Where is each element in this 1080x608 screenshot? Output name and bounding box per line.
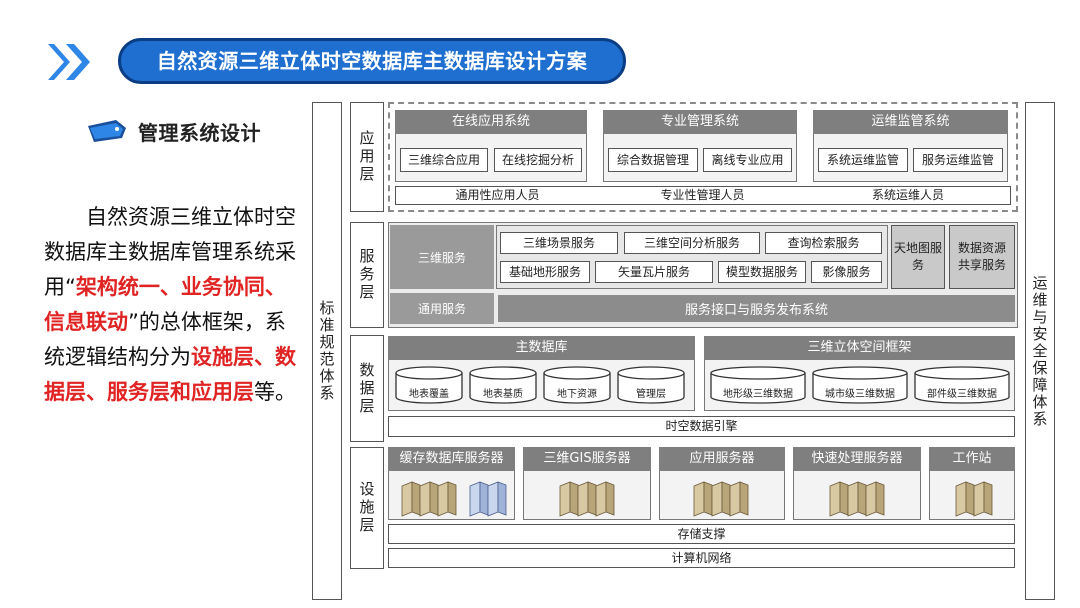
section-title: 管理系统设计 [138,117,261,146]
app-group-ops-title: 运维监管系统 [813,110,1008,134]
standards-system-bar: 标准规范体系 [312,102,342,600]
app-item: 系统运维监管 [818,148,908,172]
database-icon: 地表基质 [469,366,537,404]
database-label: 地表基质 [469,385,537,400]
service-item: 查询检索服务 [765,232,882,254]
server-group-title: 工作站 [929,447,1015,471]
server-rack-icon [468,478,512,518]
description-paragraph: 自然资源三维立体时空数据库主数据库管理系统采用“架构统一、业务协同、信息联动”的… [44,200,306,410]
user-role: 通用性应用人员 [395,186,600,205]
database-icon: 地形级三维数据 [710,366,806,404]
service-item: 影像服务 [811,261,882,283]
page-title: 自然资源三维立体时空数据库主数据库设计方案 [118,38,626,84]
user-role: 专业性管理人员 [600,186,805,205]
app-item: 三维综合应用 [400,148,488,172]
layer-label-infra: 设施层 [350,447,384,569]
main-db-title: 主数据库 [388,336,695,360]
ops-security-bar: 运维与安全保障体系 [1025,102,1055,600]
ops-security-label: 运维与安全保障体系 [1030,275,1051,428]
database-label: 部件级三维数据 [914,385,1010,400]
database-icon: 管理层 [617,366,685,404]
server-rack-icon [954,478,998,518]
standards-system-label: 标准规范体系 [317,300,338,402]
app-item: 在线挖掘分析 [494,148,582,172]
tag-icon [86,116,130,144]
app-group-online-title: 在线应用系统 [395,110,587,134]
server-group-title: 缓存数据库服务器 [388,447,515,471]
computer-network-bar: 计算机网络 [388,548,1015,568]
spatial-frame-title: 三维立体空间框架 [704,336,1015,360]
layer-label-data: 数据层 [350,335,384,442]
app-item: 服务运维监管 [913,148,1003,172]
spatiotemporal-engine-bar: 时空数据引擎 [388,416,1015,437]
database-label: 管理层 [617,385,685,400]
service-item: 三维场景服务 [500,232,618,254]
chevron-double-right-icon [44,40,104,84]
user-role: 系统运维人员 [805,186,1011,205]
server-group-title: 应用服务器 [659,447,785,471]
database-label: 地下资源 [543,385,611,400]
three-d-service-label: 三维服务 [390,225,494,289]
database-icon: 地下资源 [543,366,611,404]
tianditu-service: 天地图服务 [891,225,945,289]
storage-support-bar: 存储支撑 [388,524,1015,544]
database-label: 城市级三维数据 [812,385,908,400]
database-icon: 地表覆盖 [395,366,463,404]
layer-label-service-text: 服务层 [357,248,378,302]
service-item: 模型数据服务 [718,261,806,283]
general-service-label: 通用服务 [390,293,494,324]
layer-label-app-text: 应用层 [357,130,378,184]
database-icon: 部件级三维数据 [914,366,1010,404]
service-interface-bar: 服务接口与服务发布系统 [498,295,1015,322]
app-item: 综合数据管理 [608,148,698,172]
app-item: 离线专业应用 [703,148,792,172]
server-rack-icon [828,478,890,518]
database-label: 地表覆盖 [395,385,463,400]
database-icon: 城市级三维数据 [812,366,908,404]
layer-label-service: 服务层 [350,222,384,328]
service-item: 基础地形服务 [500,261,590,283]
service-item: 三维空间分析服务 [624,232,760,254]
server-rack-icon [692,478,754,518]
server-group-title: 三维GIS服务器 [523,447,651,471]
paragraph-text-3: 等。 [254,380,296,404]
app-group-professional-title: 专业管理系统 [603,110,797,134]
layer-label-data-text: 数据层 [357,362,378,416]
layer-label-infra-text: 设施层 [357,481,378,535]
server-rack-icon [558,478,620,518]
layer-label-app: 应用层 [350,102,384,212]
server-rack-icon [400,478,462,518]
service-item: 矢量瓦片服务 [595,261,713,283]
server-group-title: 快速处理服务器 [793,447,921,471]
database-label: 地形级三维数据 [710,385,806,400]
data-share-service: 数据资源共享服务 [949,225,1015,289]
